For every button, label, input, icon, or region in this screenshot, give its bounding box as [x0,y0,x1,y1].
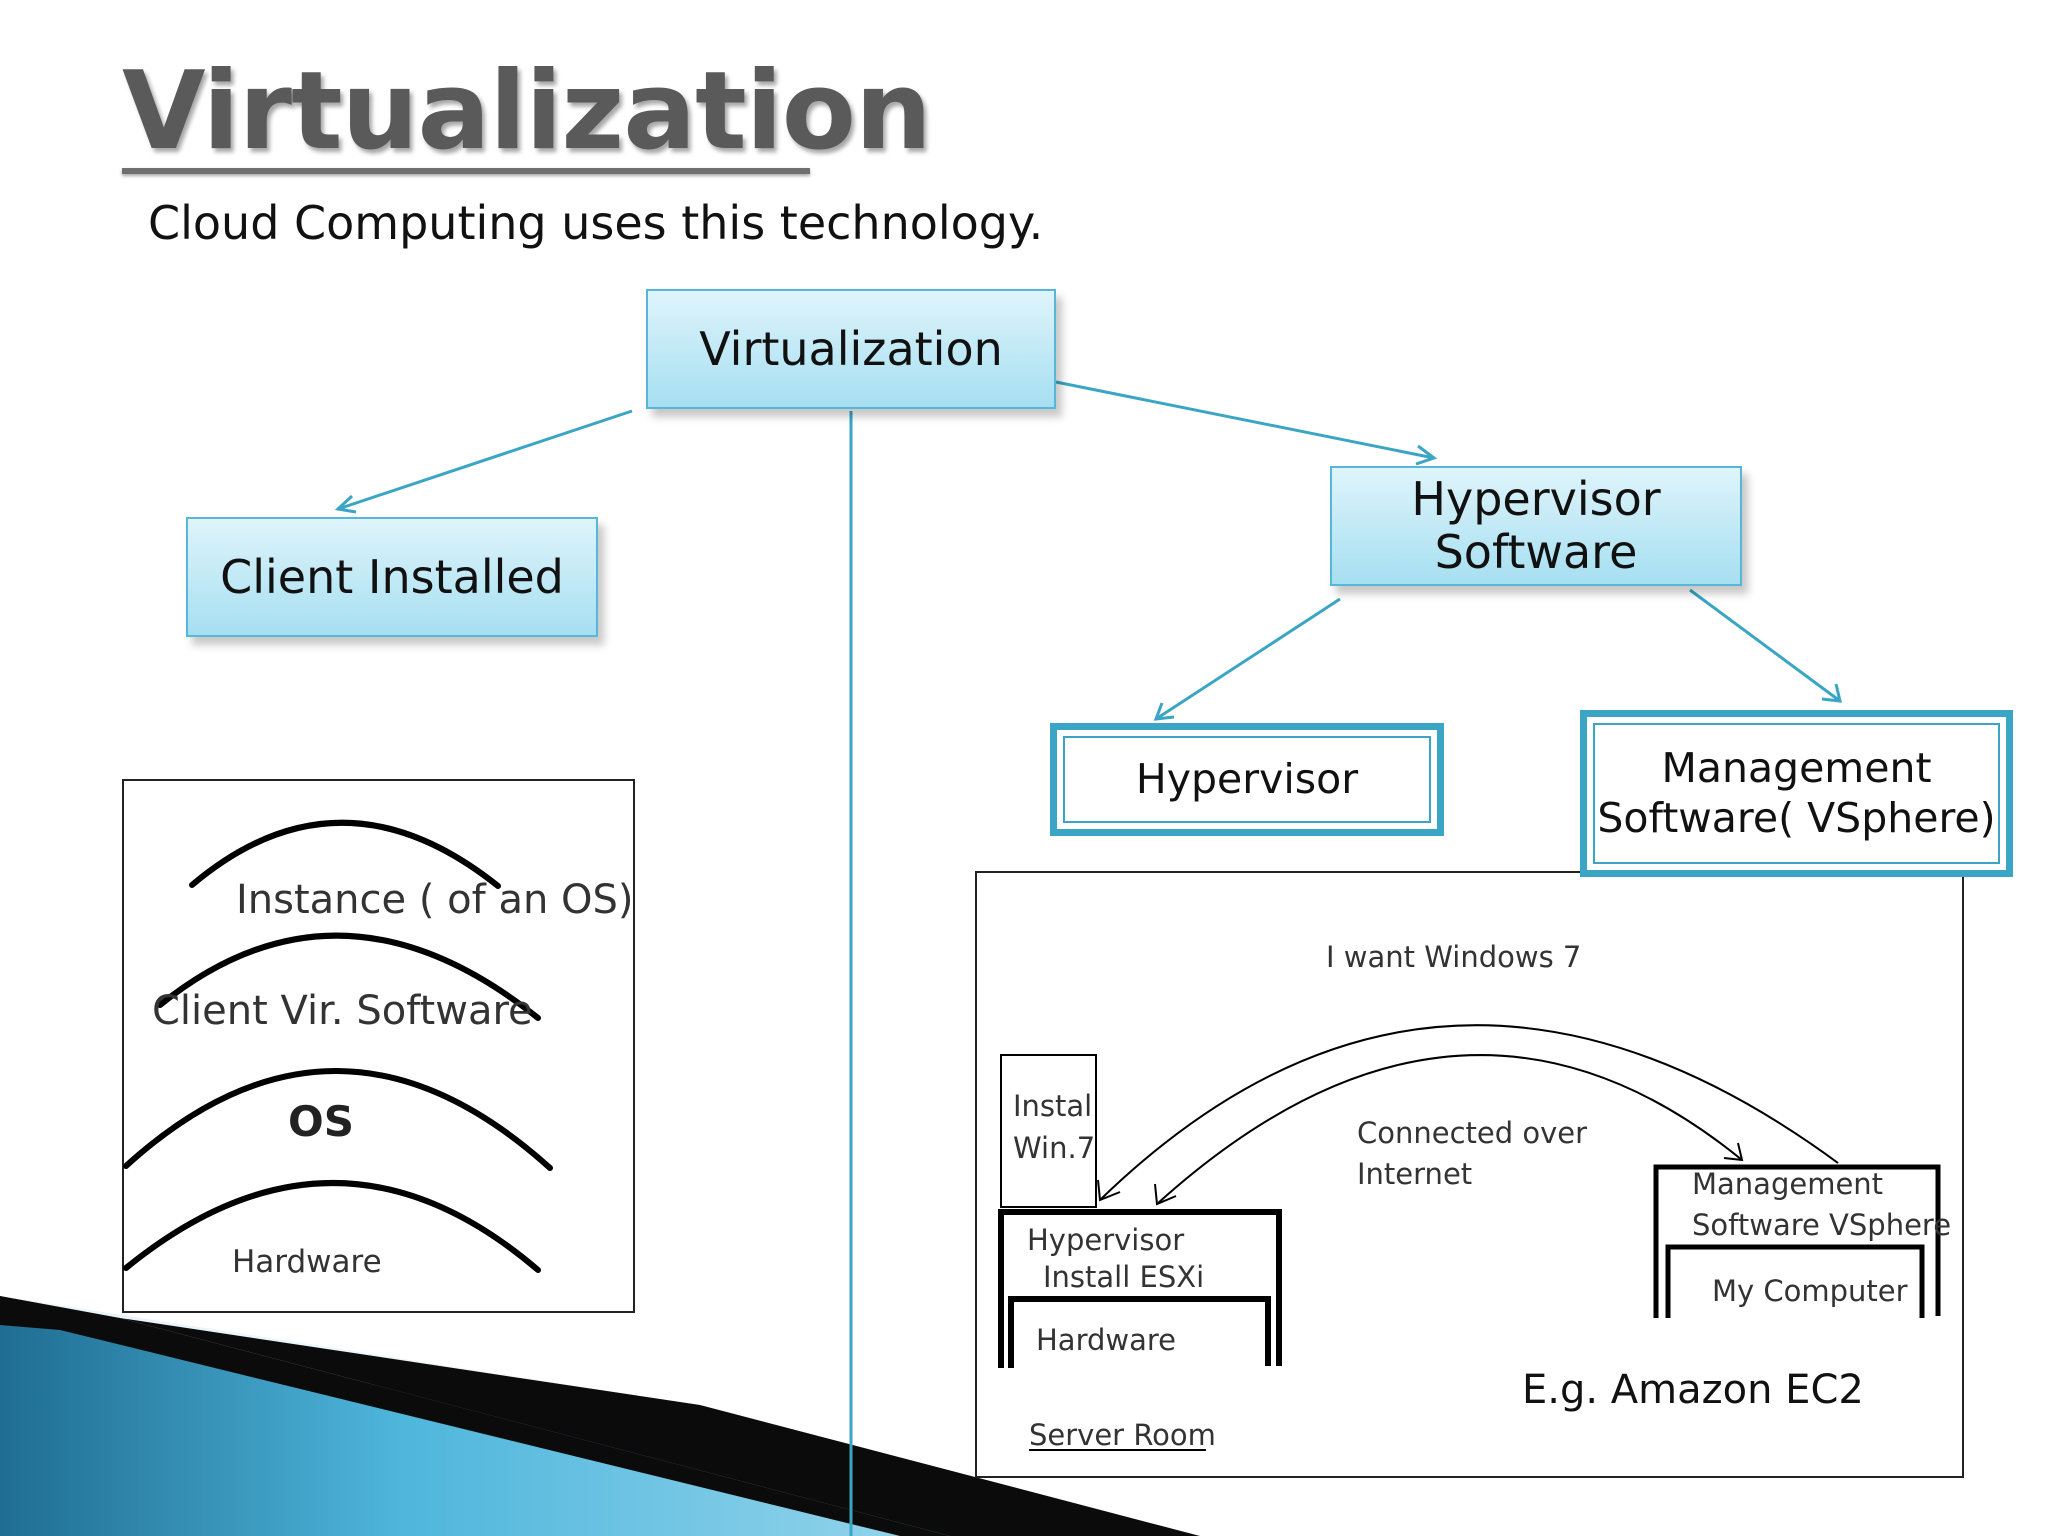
label-hardware-right: Hardware [1036,1323,1177,1357]
node-hypervisor-software-line2: Software [1434,525,1638,579]
arrowhead-hypervisor-software [1415,444,1438,466]
node-management-line1: Management [1661,744,1932,793]
arrowhead-mgmt [1723,1142,1744,1162]
title-underline [122,168,810,174]
arrowhead-connection [1154,1183,1177,1206]
install-box [1000,1054,1097,1208]
slide-subtitle: Cloud Computing uses this technology. [148,196,1044,250]
node-management-inner-border [1593,723,2000,864]
slide-title: Virtualization [122,49,932,174]
label-install-line2: Win.7 [1013,1131,1096,1165]
node-client-installed-label: Client Installed [220,549,564,604]
hypervisor-box [998,1209,1282,1368]
label-os: OS [288,1097,354,1146]
arc-os [123,1068,553,1171]
arc-instance [189,819,501,889]
connector-root-client [337,409,633,511]
label-example-ec2: E.g. Amazon EC2 [1522,1367,1864,1413]
label-mgmt-line1: Management [1692,1167,1884,1201]
arc-hardware [123,1180,541,1273]
arc-request [1099,1024,1839,1201]
node-client-installed: Client Installed [186,517,598,637]
label-install-line1: Instal [1013,1089,1093,1123]
mgmt-box [1653,1164,1941,1318]
arc-client-vir [157,932,541,1021]
label-hardware-left: Hardware [232,1244,382,1280]
arrowhead-client [334,494,357,514]
label-server-room: Server Room [1029,1418,1216,1452]
label-my-computer: My Computer [1712,1274,1908,1308]
left-sketch-panel [122,779,635,1313]
connector-root-hypervisor-software [1055,380,1435,460]
arc-connection [1156,1054,1743,1205]
node-hypervisor-inner-border [1063,736,1431,823]
node-hypervisor-software: Hypervisor Software [1330,466,1742,586]
mycomputer-box [1665,1244,1925,1318]
connector-hs-hypervisor [1155,597,1341,721]
label-mgmt-line2: Software VSphere [1692,1208,1952,1242]
label-want-win7: I want Windows 7 [1326,940,1582,974]
node-management-line2: Software( VSphere) [1597,793,1996,842]
arrowhead-management [1821,683,1842,703]
node-virtualization: Virtualization [646,289,1056,409]
label-hypervisor-line2: Install ESXi [1043,1260,1205,1294]
node-management-software: Management Software( VSphere) [1580,710,2013,877]
label-client-vir: Client Vir. Software [152,988,533,1034]
node-hypervisor-label: Hypervisor [1135,754,1359,803]
label-connected-line2: Internet [1357,1157,1473,1191]
node-hypervisor-software-line1: Hypervisor [1411,472,1661,527]
node-hypervisor: Hypervisor [1050,723,1444,836]
arrowhead-hypervisor [1153,702,1175,721]
right-sketch-panel [975,871,1964,1478]
connector-hs-management [1689,588,1841,703]
node-virtualization-label: Virtualization [699,321,1003,376]
label-connected-line1: Connected over [1357,1116,1588,1150]
label-hypervisor-line1: Hypervisor [1027,1223,1185,1257]
hardware-box [1008,1296,1271,1368]
label-instance: Instance ( of an OS) [236,877,634,923]
arrowhead-request [1097,1179,1121,1202]
